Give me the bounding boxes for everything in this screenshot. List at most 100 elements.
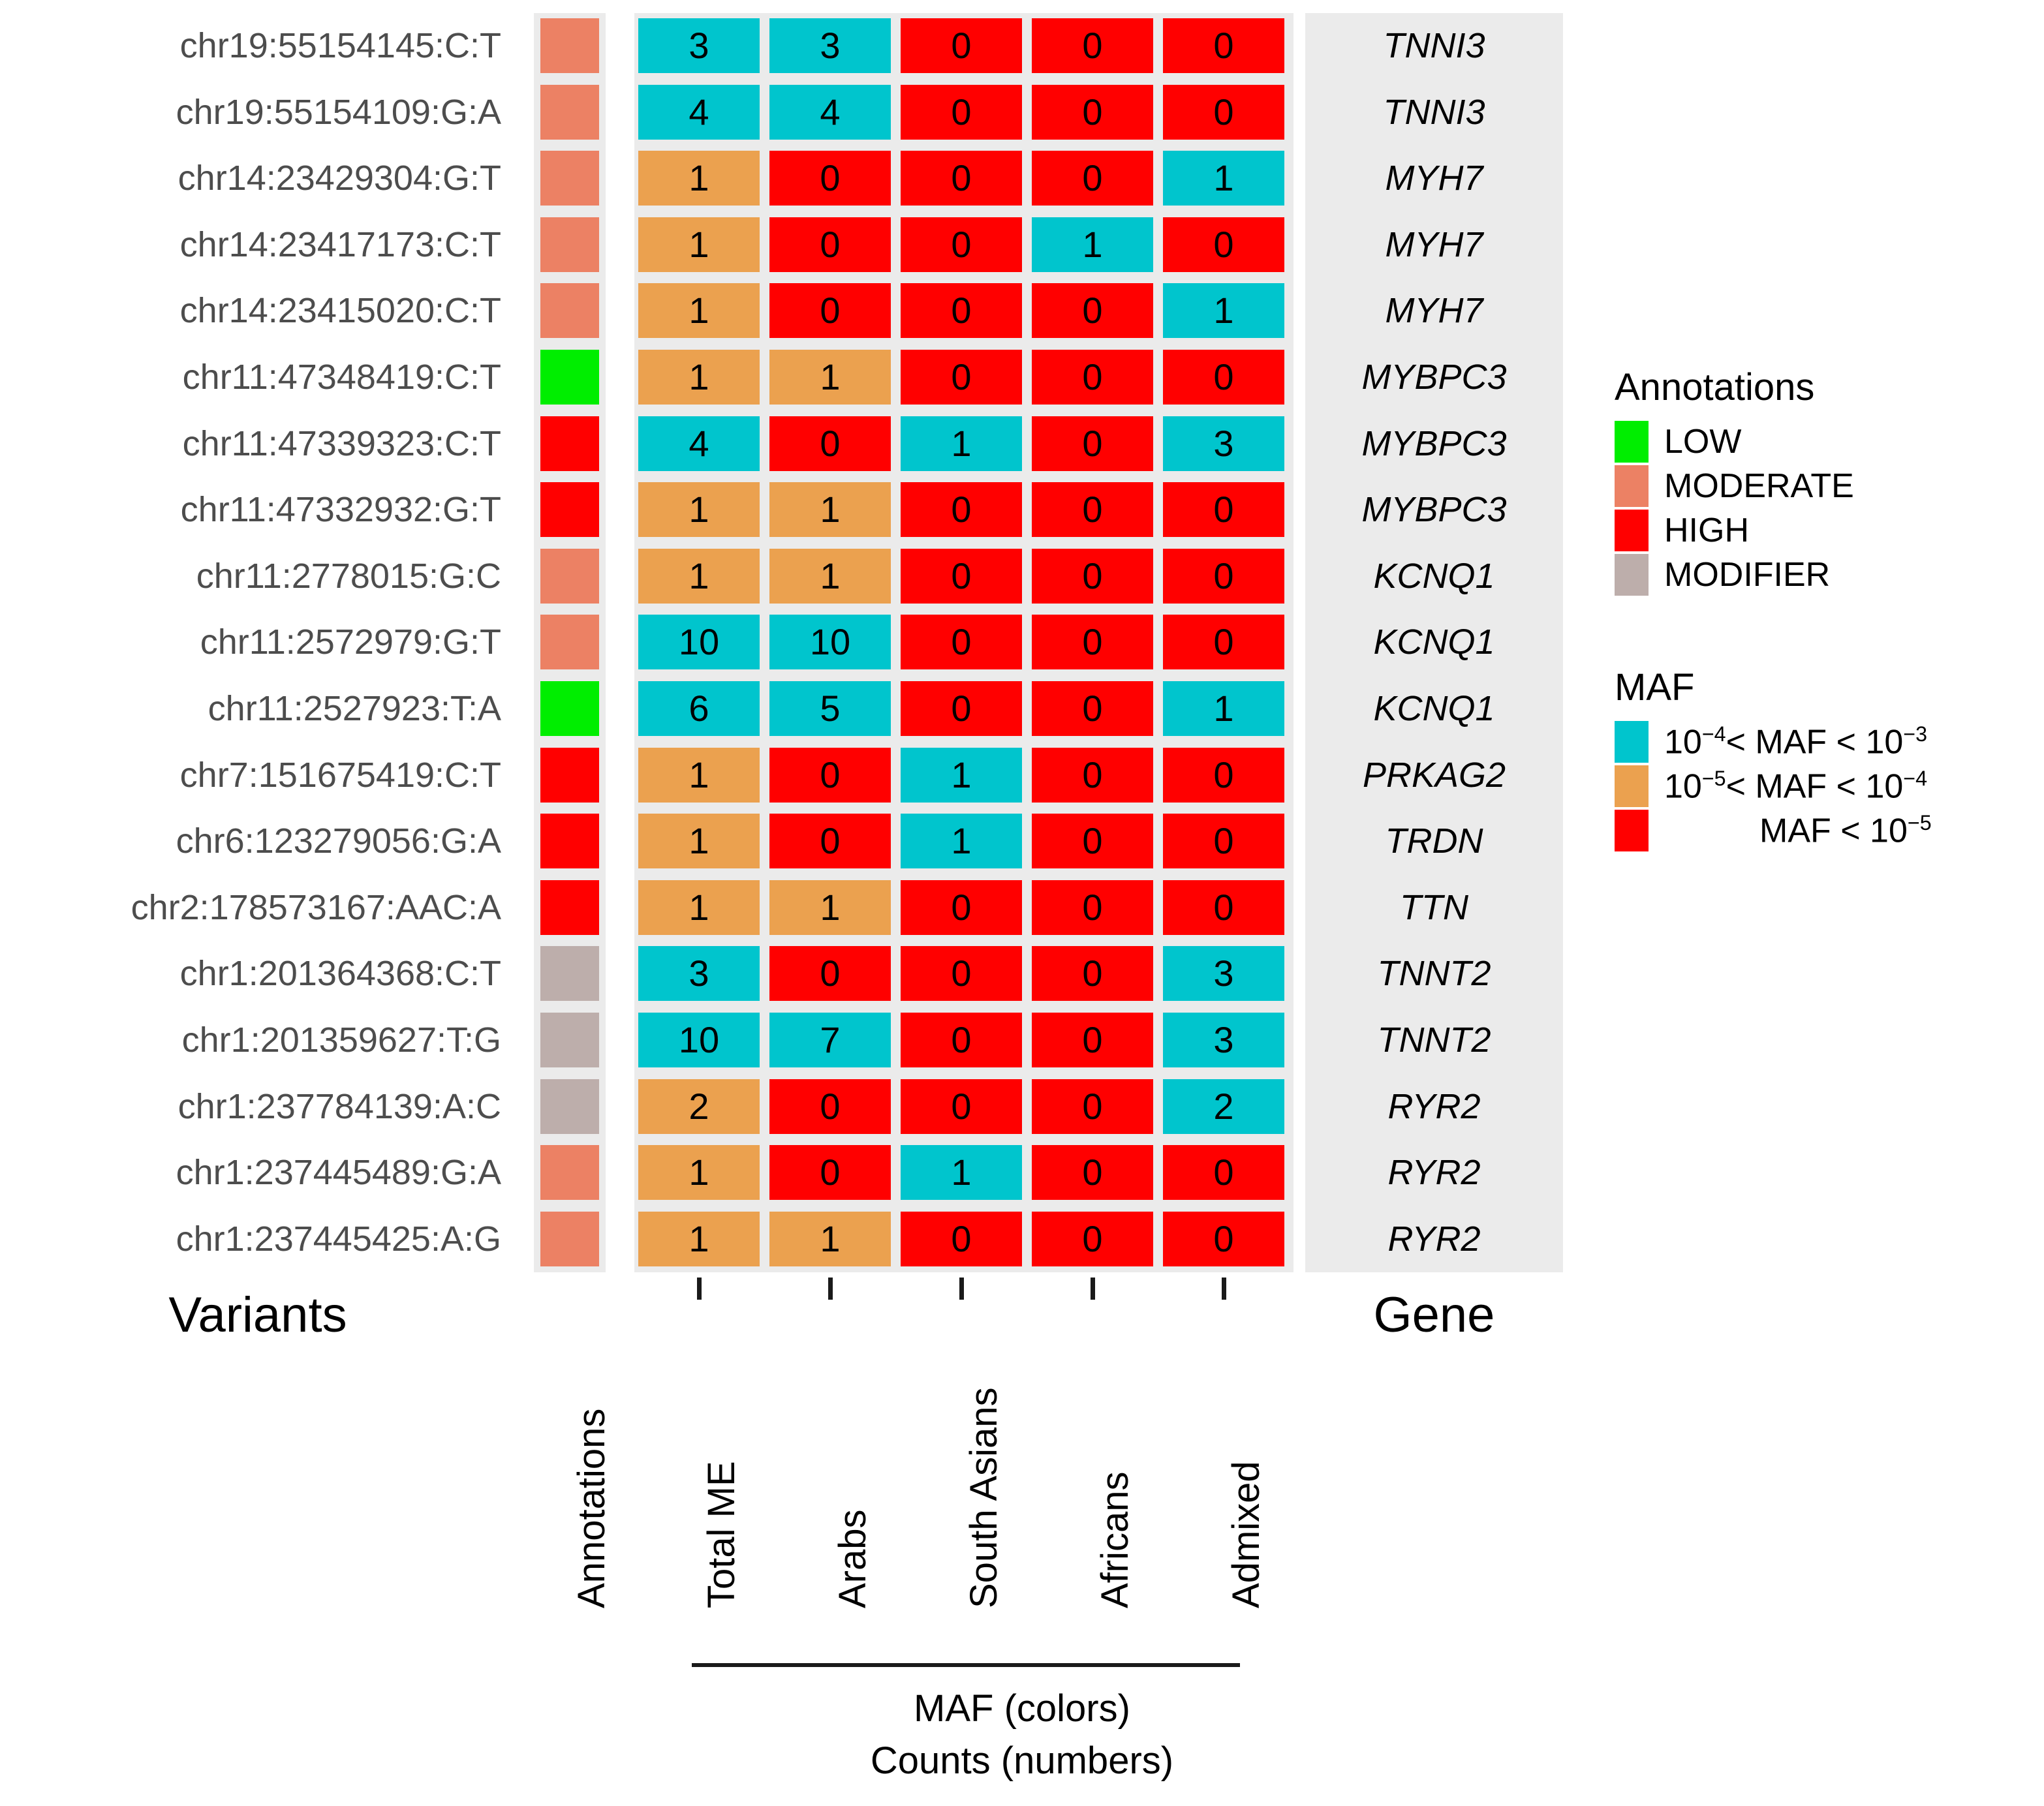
heatmap-cell: 0	[901, 880, 1022, 935]
heatmap-cell: 0	[901, 283, 1022, 339]
heatmap-cell: 0	[1032, 880, 1153, 935]
gene-label: MYH7	[1305, 283, 1563, 339]
gene-label: RYR2	[1305, 1145, 1563, 1201]
gene-label: TNNI3	[1305, 84, 1563, 140]
gene-axis-title: Gene	[1373, 1287, 1495, 1343]
heatmap-cell: 0	[1032, 548, 1153, 604]
variant-label: chr11:2778015:G:C	[196, 556, 501, 596]
legend-item: MAF < 10−5	[1612, 808, 2043, 853]
column-axis-label: South Asians	[963, 1387, 1005, 1608]
heatmap-cell: 0	[769, 283, 891, 339]
heatmap-cell: 0	[901, 84, 1022, 140]
annotation-cell	[540, 1079, 599, 1134]
variant-label-column: chr19:55154145:C:T chr19:55154109:G:A chr1…	[0, 13, 516, 1272]
variant-label: chr11:47332932:G:T	[180, 490, 501, 530]
heatmap-cell: 10	[638, 1013, 760, 1067]
heatmap-cell: 1	[638, 1211, 760, 1266]
heatmap-cell: 0	[901, 615, 1022, 670]
heatmap-cell: 5	[769, 681, 891, 736]
heatmap-cell: 1	[901, 1145, 1022, 1201]
heatmap-cell: 0	[1163, 615, 1284, 670]
gene-label: MYH7	[1305, 217, 1563, 272]
legend-item: MODERATE	[1612, 464, 2043, 508]
heatmap-cell: 1	[1163, 283, 1284, 339]
heatmap-cell: 2	[638, 1079, 760, 1134]
heatmap-cell: 0	[1032, 681, 1153, 736]
variant-label: chr2:178573167:AAC:A	[131, 887, 501, 927]
annotation-cell	[540, 151, 599, 206]
variants-axis-title: Variants	[168, 1287, 347, 1343]
annotation-cell	[540, 1211, 599, 1266]
annotation-cell	[540, 416, 599, 471]
legend-label: MODIFIER	[1664, 556, 1831, 594]
legend-swatch	[1612, 510, 1651, 551]
heatmap-cell: 6	[638, 681, 760, 736]
heatmap-cell: 0	[769, 814, 891, 869]
heatmap-cell: 1	[1032, 217, 1153, 272]
legend-item: LOW	[1612, 420, 2043, 464]
gene-label: MYBPC3	[1305, 482, 1563, 538]
heatmap-cell: 0	[1032, 1013, 1153, 1067]
heatmap-cell: 0	[1032, 416, 1153, 471]
heatmap-cell: 0	[1032, 84, 1153, 140]
maf-group-bracket	[692, 1663, 1240, 1667]
column-axis-label: Annotations	[570, 1408, 613, 1608]
heatmap-cell: 2	[1163, 1079, 1284, 1134]
annotations-legend-title: Annotations	[1615, 366, 1815, 408]
heatmap-cell: 1	[1163, 681, 1284, 736]
annotation-cell	[540, 217, 599, 272]
annotation-cell	[540, 747, 599, 803]
heatmap-cell: 0	[1032, 151, 1153, 206]
legend-label: 10−5< MAF < 10−4	[1664, 766, 1928, 806]
heatmap-cell: 0	[901, 350, 1022, 405]
gene-label: MYBPC3	[1305, 350, 1563, 405]
heatmap-cell: 0	[1163, 84, 1284, 140]
legend-label: LOW	[1664, 423, 1742, 461]
heatmap-cell: 1	[638, 1145, 760, 1201]
variant-label: chr14:23429304:G:T	[178, 159, 501, 198]
gene-label: KCNQ1	[1305, 548, 1563, 604]
heatmap-cell: 1	[901, 747, 1022, 803]
variant-label: chr11:2572979:G:T	[200, 622, 501, 662]
heatmap-cell: 0	[1163, 1211, 1284, 1266]
heatmap-cell: 0	[901, 1013, 1022, 1067]
heatmap-cell: 0	[1163, 814, 1284, 869]
heatmap-cell: 0	[769, 946, 891, 1002]
variant-label: chr11:47348419:C:T	[182, 357, 501, 397]
caption-counts-numbers: Counts (numbers)	[870, 1739, 1174, 1782]
heatmap-cell: 1	[769, 350, 891, 405]
heatmap-cell: 0	[901, 1211, 1022, 1266]
gene-label: KCNQ1	[1305, 681, 1563, 736]
heatmap-cell: 0	[1163, 217, 1284, 272]
heatmap-cell: 3	[638, 946, 760, 1002]
heatmap-cell: 1	[638, 548, 760, 604]
annotation-cell	[540, 350, 599, 405]
heatmap-cell: 1	[638, 350, 760, 405]
heatmap-cell: 3	[1163, 1013, 1284, 1067]
legend-item: MODIFIER	[1612, 553, 2043, 597]
legend-swatch	[1612, 554, 1651, 596]
heatmap-cell: 0	[901, 946, 1022, 1002]
annotation-cell	[540, 18, 599, 73]
heatmap-cell: 3	[638, 18, 760, 73]
gene-label: MYBPC3	[1305, 416, 1563, 471]
heatmap-cell: 0	[1032, 1079, 1153, 1134]
gene-label: TRDN	[1305, 814, 1563, 869]
variant-label: chr19:55154145:C:T	[179, 26, 501, 65]
gene-label: TNNT2	[1305, 1013, 1563, 1067]
heatmap-cell: 0	[1032, 350, 1153, 405]
variant-label: chr14:23417173:C:T	[179, 224, 501, 264]
variant-label: chr19:55154109:G:A	[176, 92, 501, 132]
variant-label: chr11:47339323:C:T	[182, 423, 501, 463]
heatmap-cell: 10	[638, 615, 760, 670]
gene-label: KCNQ1	[1305, 615, 1563, 670]
heatmap-cell: 0	[1163, 548, 1284, 604]
legend-swatch	[1612, 765, 1651, 807]
heatmap-cell: 0	[1163, 747, 1284, 803]
caption-maf-colors: MAF (colors)	[914, 1687, 1130, 1730]
heatmap-cell: 1	[769, 1211, 891, 1266]
annotation-cell	[540, 84, 599, 140]
heatmap-cell: 10	[769, 615, 891, 670]
gene-label: PRKAG2	[1305, 747, 1563, 803]
heatmap-cell: 0	[1032, 615, 1153, 670]
